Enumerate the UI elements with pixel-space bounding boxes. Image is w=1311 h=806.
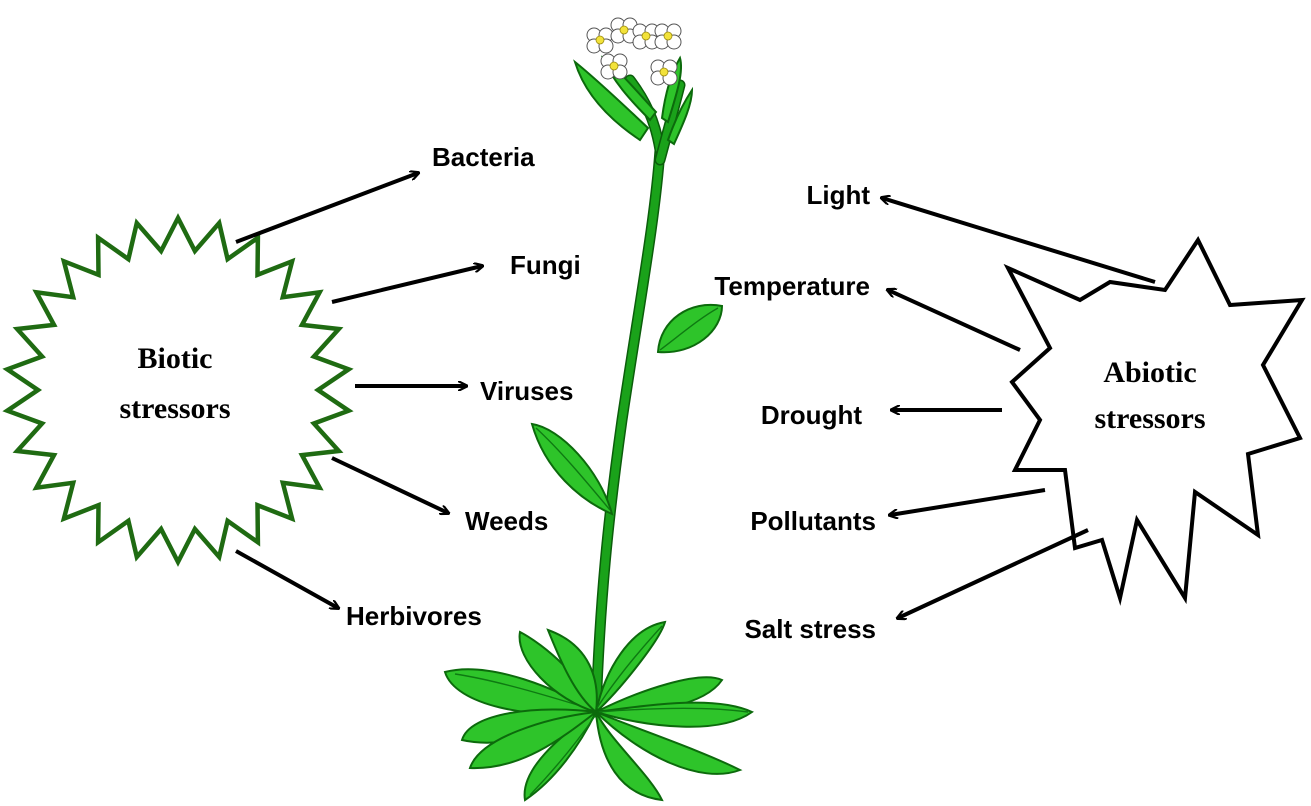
label-fungi: Fungi	[510, 250, 581, 280]
arrow-to-light	[882, 198, 1155, 282]
arabidopsis-plant-icon	[445, 18, 752, 800]
biotic-title-line1: Biotic	[138, 342, 213, 375]
label-light: Light	[806, 180, 870, 210]
label-herbivores: Herbivores	[346, 601, 482, 631]
label-salt-stress: Salt stress	[744, 614, 876, 644]
flower-cluster	[587, 18, 681, 85]
arrow-to-fungi	[332, 266, 482, 302]
arrow-to-temperature	[888, 290, 1020, 350]
arrow-to-salt-stress	[898, 530, 1088, 618]
biotic-title-line2: stressors	[119, 392, 230, 425]
arrow-to-herbivores	[236, 551, 338, 608]
label-pollutants: Pollutants	[750, 506, 876, 536]
label-drought: Drought	[761, 400, 862, 430]
label-bacteria: Bacteria	[432, 142, 535, 172]
arrow-to-weeds	[332, 458, 448, 513]
label-temperature: Temperature	[714, 271, 870, 301]
label-viruses: Viruses	[480, 376, 573, 406]
label-weeds: Weeds	[465, 506, 548, 536]
arrow-to-bacteria	[236, 173, 418, 242]
arrow-to-pollutants	[890, 490, 1045, 515]
abiotic-title-line1: Abiotic	[1103, 356, 1196, 389]
biotic-starburst: Biotic stressors	[7, 218, 348, 562]
abiotic-labels: Light Temperature Drought Pollutants Sal…	[714, 180, 876, 644]
stem-leaf	[532, 424, 612, 514]
abiotic-starburst: Abiotic stressors	[1008, 240, 1302, 598]
abiotic-title-line2: stressors	[1094, 402, 1205, 435]
